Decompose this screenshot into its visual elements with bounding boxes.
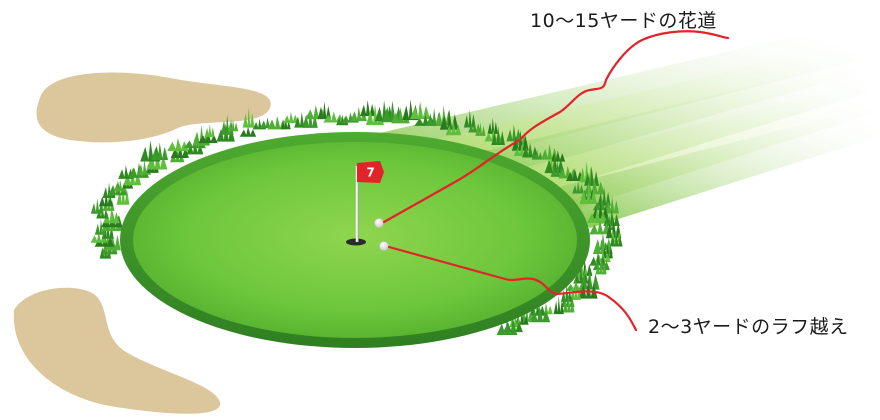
grass-tuft	[570, 278, 581, 300]
grass-tuft	[360, 99, 376, 117]
grass-tuft	[463, 109, 476, 128]
grass-tuft	[103, 208, 120, 224]
grass-tuft	[491, 126, 505, 145]
golf-ball-upper	[374, 218, 384, 228]
grass-tuft	[382, 100, 403, 123]
flag: 7	[355, 161, 384, 242]
fairway	[350, 30, 874, 228]
grass-tuft	[561, 292, 575, 308]
trajectory-fairway	[382, 30, 730, 224]
grass-tuft	[605, 196, 620, 214]
grass-tuft	[544, 154, 565, 174]
grass-tuft	[90, 231, 107, 243]
grass-tuft	[198, 131, 218, 144]
grass-tuft	[592, 198, 612, 211]
grass-tuft	[572, 180, 584, 194]
fairway-distance-label: 10〜15ヤードの花道	[530, 10, 717, 32]
grass-tuft	[506, 124, 522, 142]
grass-tuft	[283, 111, 299, 123]
flag-number: 7	[366, 166, 374, 180]
grass-tuft	[350, 106, 367, 122]
bunker-top-left	[36, 72, 271, 143]
grass-tuft	[579, 268, 600, 290]
grass-tuft	[496, 318, 518, 335]
grass-tuft	[550, 160, 565, 177]
bunker-bottom-left	[13, 287, 221, 414]
grass-tuft	[167, 137, 189, 152]
grass-tuft	[98, 192, 114, 207]
grass-tuft	[609, 232, 623, 247]
grass-tuft	[521, 307, 533, 322]
grass-tuft	[584, 166, 600, 186]
grass-tuft	[410, 101, 431, 119]
grass-tuft	[90, 198, 104, 214]
grass-tuft	[435, 105, 452, 126]
grass-tuft	[589, 219, 611, 235]
grass-tuft	[578, 278, 598, 299]
grass-tuft	[528, 305, 551, 323]
rough-distance-label: 2〜3ヤードのラフ越え	[648, 316, 849, 338]
grass-tuft	[487, 117, 498, 134]
grass-tuft	[579, 161, 594, 183]
grass-tuft	[242, 107, 255, 128]
grass-tuft	[595, 258, 607, 275]
grass-tuft	[118, 164, 134, 179]
grass-tuft	[151, 142, 169, 160]
grass-tuft	[531, 149, 543, 160]
trajectory-rough	[387, 245, 638, 332]
grass-tuft	[597, 187, 611, 206]
grass-tuft	[558, 165, 578, 179]
grass-tuft	[280, 117, 291, 130]
grass-tuft	[605, 217, 622, 239]
grass-tuft	[204, 123, 215, 137]
grass-tuft	[553, 295, 564, 315]
grass-tuft	[603, 209, 620, 226]
grass-tuft	[239, 126, 257, 137]
grass-tuft	[579, 182, 598, 205]
flag-cloth	[357, 161, 384, 183]
grass-tuft	[227, 119, 239, 132]
grass-tuft	[565, 168, 584, 181]
grass-tuft	[445, 120, 462, 136]
golf-ball-lower	[379, 241, 389, 251]
grass-tuft	[317, 101, 331, 119]
grass-tuft	[475, 122, 486, 136]
rough-grass	[90, 99, 623, 335]
grass-tuft	[562, 295, 575, 313]
grass-tuft	[602, 241, 613, 259]
grass-tuft	[587, 208, 607, 223]
